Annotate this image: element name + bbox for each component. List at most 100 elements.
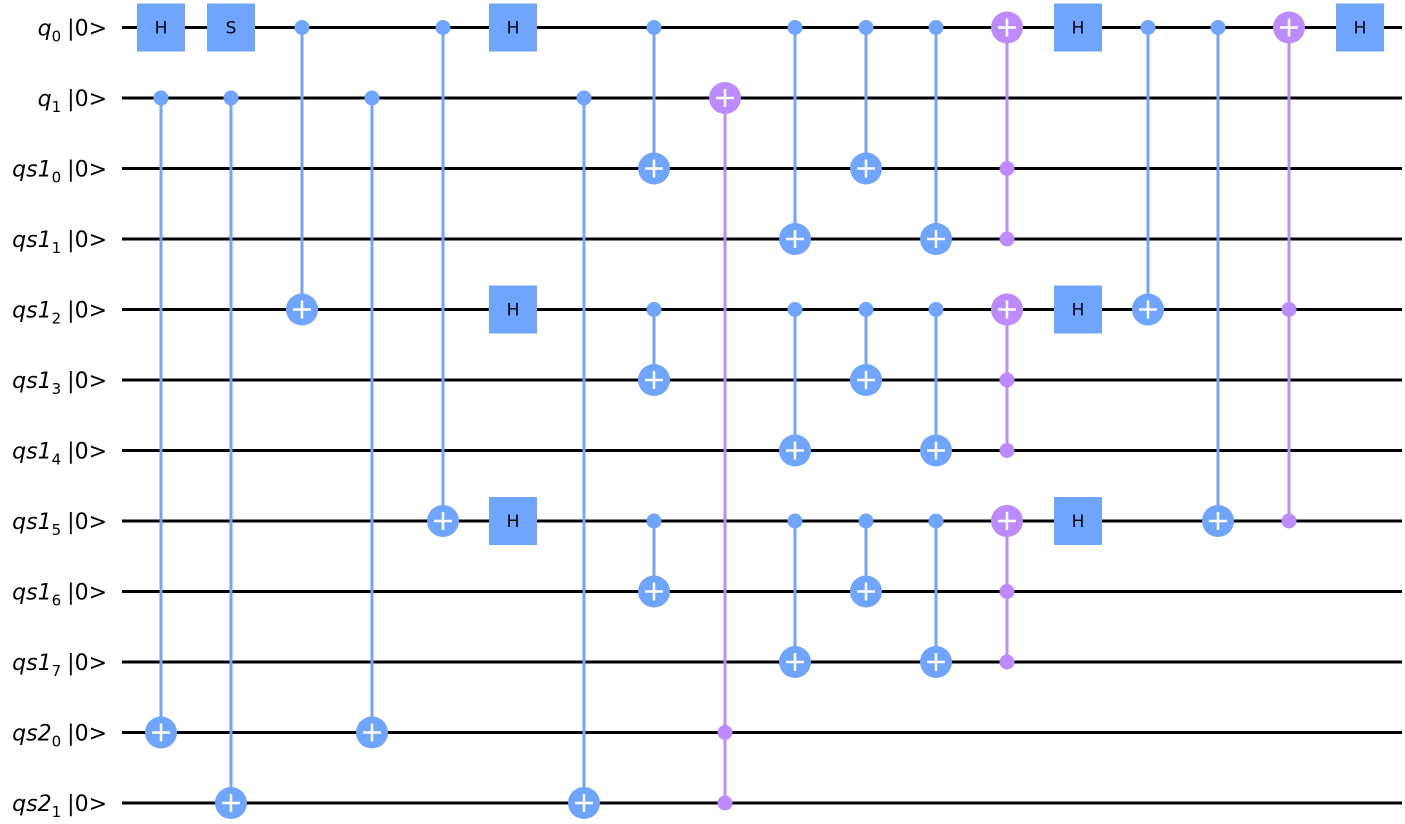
qubit-wires (122, 26, 1402, 805)
qubit-register-name: q (38, 17, 52, 42)
qubit-initial-state: |0> (67, 158, 107, 183)
gate-c13-1-h-box (1054, 285, 1102, 334)
qubit-label-4: qs12 |0> (12, 299, 107, 328)
qubit-label-9: qs17 |0> (12, 651, 107, 680)
qubit-index: 2 (52, 310, 62, 328)
gate-c16-0-control-dot-0 (1281, 302, 1297, 317)
gate-c1-0-s-label: S (226, 19, 237, 39)
qubit-register-name: qs1 (12, 158, 51, 183)
qubit-register-name: qs1 (12, 369, 51, 394)
qubit-index: 6 (52, 592, 62, 610)
qubit-label-11: qs21 |0> (12, 792, 107, 821)
gate-c12-1-control-dot-0 (999, 372, 1015, 388)
qubit-register-name: qs2 (12, 792, 51, 817)
qubit-label-8: qs16 |0> (12, 581, 107, 610)
qubit-index: 3 (52, 380, 62, 398)
qubit-initial-state: |0> (67, 510, 107, 535)
qubit-initial-state: |0> (67, 440, 107, 465)
gate-c5-0-h-box (489, 3, 537, 52)
gate-c17-0-h-label: H (1354, 19, 1367, 39)
gate-c8-0-control-dot-0 (717, 725, 733, 740)
gate-c13-0-h-box (1054, 3, 1102, 52)
gate-c10-1-control-dot-0 (858, 302, 874, 317)
gate-c12-2-control-dot-1 (999, 654, 1015, 670)
qubit-register-name: qs1 (12, 440, 51, 465)
gate-c3-0-control-dot-0 (364, 90, 380, 106)
gate-c10-0-control-dot-0 (858, 20, 874, 35)
gate-c2-0-control-dot-0 (294, 20, 310, 35)
gate-c8-0-control-dot-1 (717, 795, 733, 811)
gate-c5-2-h-box (489, 497, 537, 545)
qubit-register-name: qs1 (12, 299, 51, 324)
qubit-initial-state: |0> (67, 581, 107, 606)
gate-c5-1-h-box (489, 285, 537, 334)
qubit-index: 1 (52, 98, 62, 116)
qubit-label-2: qs10 |0> (12, 158, 107, 187)
gate-c13-0-h-label: H (1072, 19, 1085, 39)
qubit-initial-state: |0> (67, 369, 107, 394)
qubit-initial-state: |0> (67, 722, 107, 747)
qubit-label-10: qs20 |0> (12, 722, 107, 751)
qubit-initial-state: |0> (67, 651, 107, 676)
qubit-labels: q0|0>q1|0>qs10|0>qs11|0>qs12|0>qs13|0>qs… (12, 17, 107, 822)
gate-c0-1-control-dot-0 (153, 90, 169, 106)
gate-c5-2-h-label: H (507, 512, 520, 532)
qubit-initial-state: |0> (67, 87, 107, 112)
gate-c16-0-control-dot-1 (1281, 513, 1297, 529)
qubit-index: 0 (52, 28, 62, 46)
gate-c1-0-s-box (207, 3, 255, 52)
qubit-index: 5 (52, 521, 62, 539)
gate-c7-1-control-dot-0 (646, 302, 662, 317)
gate-c9-1-control-dot-0 (787, 302, 803, 317)
qubit-label-1: q1 |0> (38, 87, 107, 116)
qubit-initial-state: |0> (67, 299, 107, 324)
gate-c13-2-h-label: H (1072, 512, 1085, 532)
gate-c5-1-h-label: H (507, 301, 520, 321)
gate-c11-2-control-dot-0 (928, 513, 944, 529)
gate-layer: H S H H H H H H H (137, 3, 1384, 819)
gate-c5-0-h-label: H (507, 19, 520, 39)
qubit-index: 4 (52, 451, 62, 469)
qubit-register-name: qs1 (12, 228, 51, 253)
gate-c13-2-h-box (1054, 497, 1102, 545)
qubit-register-name: qs1 (12, 651, 51, 676)
gate-c14-0-control-dot-0 (1140, 20, 1156, 35)
gate-c4-0-control-dot-0 (435, 20, 451, 35)
qubit-register-name: qs1 (12, 510, 51, 535)
gate-c6-0-control-dot-0 (576, 90, 592, 106)
gate-c12-0-control-dot-0 (999, 161, 1015, 176)
qubit-initial-state: |0> (67, 228, 107, 253)
gate-c17-0-h-box (1336, 3, 1384, 52)
qubit-initial-state: |0> (67, 17, 107, 42)
gate-c7-0-control-dot-0 (646, 20, 662, 35)
qubit-index: 1 (52, 239, 62, 257)
qubit-label-0: q0 |0> (38, 17, 107, 46)
gate-c10-2-control-dot-0 (858, 513, 874, 529)
qubit-initial-state: |0> (67, 792, 107, 817)
qubit-index: 0 (52, 733, 62, 751)
gate-c12-2-control-dot-0 (999, 584, 1015, 599)
gate-c1-1-control-dot-0 (223, 90, 239, 106)
gate-c0-0-h-box (137, 3, 185, 52)
gate-c11-0-control-dot-0 (928, 20, 944, 35)
qubit-register-name: qs1 (12, 581, 51, 606)
gate-c9-2-control-dot-0 (787, 513, 803, 529)
qubit-register-name: q (38, 87, 52, 112)
gate-c12-0-control-dot-1 (999, 231, 1015, 247)
gate-c11-1-control-dot-0 (928, 302, 944, 317)
qubit-label-6: qs14 |0> (12, 440, 107, 469)
gate-c7-2-control-dot-0 (646, 513, 662, 529)
qubit-index: 1 (52, 803, 62, 821)
qubit-index: 7 (52, 662, 62, 680)
qubit-label-5: qs13 |0> (12, 369, 107, 398)
qubit-index: 0 (52, 169, 62, 187)
qubit-label-7: qs15 |0> (12, 510, 107, 539)
qubit-label-3: qs11 |0> (12, 228, 107, 257)
gate-c12-1-control-dot-1 (999, 443, 1015, 458)
gate-c9-0-control-dot-0 (787, 20, 803, 35)
gate-c0-0-h-label: H (155, 19, 168, 39)
gate-c13-1-h-label: H (1072, 301, 1085, 321)
gate-c15-0-control-dot-0 (1210, 20, 1226, 35)
qubit-register-name: qs2 (12, 722, 51, 747)
